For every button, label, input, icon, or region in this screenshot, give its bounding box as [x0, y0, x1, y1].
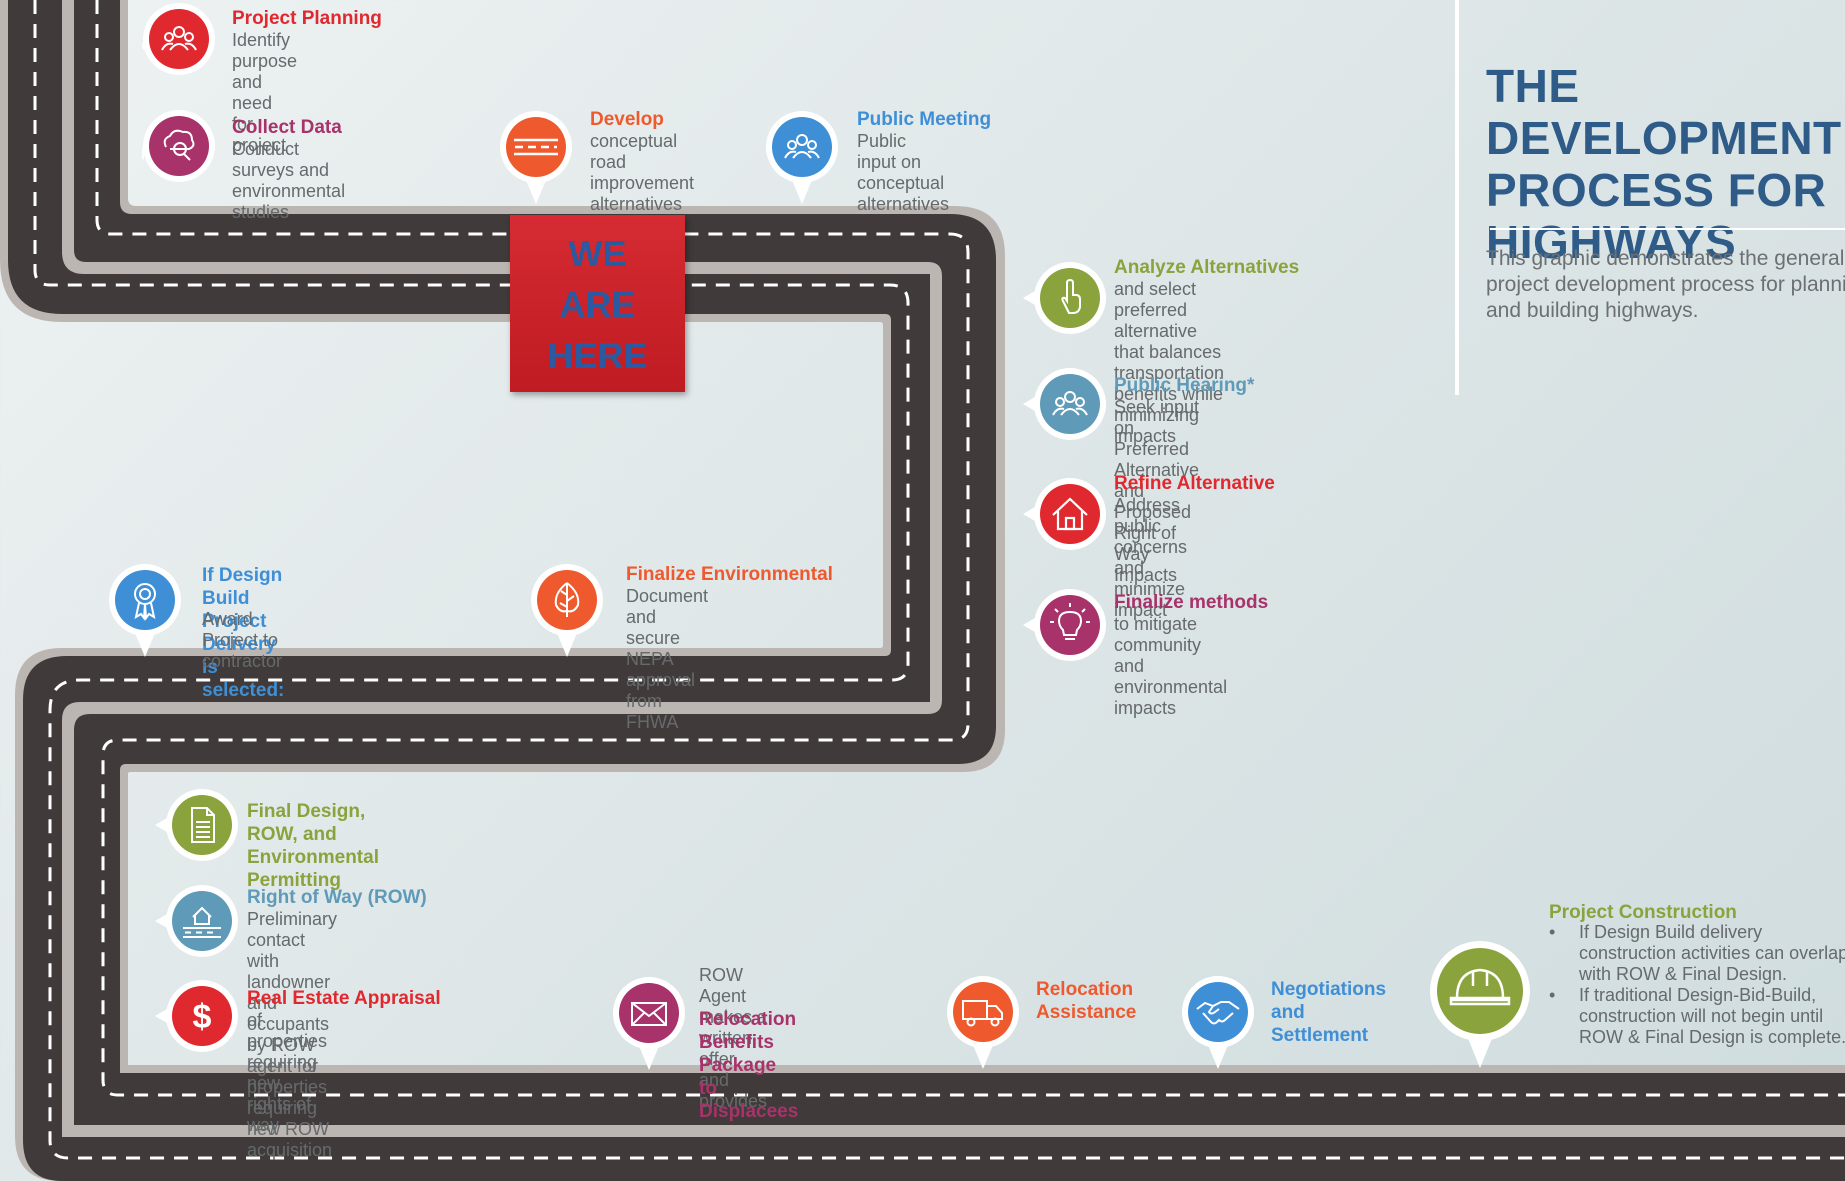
- step-title: Public Hearing*: [1114, 375, 1255, 396]
- step-description: Public input on conceptual alternatives: [857, 131, 950, 214]
- step-description: ROW Agent makes a written offer and prov…: [699, 965, 768, 1111]
- step-description: Address public concerns and minimize imp…: [1114, 495, 1188, 620]
- step-description: Document and secure NEPA approval from F…: [626, 586, 709, 732]
- step-description: Seek input on Preferred Alternative and …: [1114, 397, 1200, 585]
- step-description: to mitigate community and environmental …: [1114, 614, 1228, 718]
- step-description: Identify purpose and need for project: [232, 30, 298, 155]
- lightbulb-icon: [1023, 588, 1106, 678]
- page-description: This graphic demonstrates the general pr…: [1486, 247, 1845, 322]
- house-road-icon: [155, 884, 238, 974]
- step-description: Conduct surveys and environmental studie…: [232, 139, 346, 222]
- step-title: Refine Alternative: [1114, 473, 1275, 494]
- step-title: Develop: [590, 109, 664, 130]
- bullet-design-build: If Design Build delivery construction ac…: [1549, 922, 1845, 985]
- step-title: Collect Data: [232, 117, 342, 138]
- step-title: Public Meeting: [857, 109, 992, 130]
- step-title: If Design Build Project Delivery is sele…: [202, 565, 285, 701]
- step-description: of properties requiring new rights of wa…: [247, 1010, 328, 1135]
- people-icon: [1023, 367, 1106, 457]
- step-title: Analyze Alternatives: [1114, 257, 1300, 278]
- dollar-icon: $: [155, 979, 238, 1069]
- panel-divider: [1455, 0, 1459, 395]
- step-title: Relocation Assistance: [1036, 979, 1137, 1023]
- magnifier-cloud-icon: [142, 109, 216, 199]
- truck-icon: [946, 975, 1020, 1069]
- envelope-icon: [612, 976, 686, 1070]
- step-title: Negotiations and Settlement: [1271, 979, 1387, 1046]
- step-description: and select preferred alternative that ba…: [1114, 279, 1225, 446]
- step-title: Final Design, ROW, and Environmental Per…: [247, 801, 379, 891]
- award-ribbon-icon: [108, 563, 182, 657]
- hand-pointer-icon: [1023, 261, 1106, 351]
- hard-hat-icon: [1429, 940, 1531, 1070]
- step-title: Right of Way (ROW): [247, 887, 427, 908]
- we-are-here-marker: WE ARE HERE: [510, 215, 685, 392]
- house-icon: [1023, 477, 1106, 567]
- handshake-icon: [1181, 975, 1255, 1069]
- step-title: Finalize methods: [1114, 592, 1269, 613]
- step-title: Real Estate Appraisal: [247, 988, 441, 1009]
- step-title: Finalize Environmental: [626, 564, 833, 585]
- leaf-icon: [530, 563, 604, 657]
- document-icon: [155, 788, 238, 878]
- title-underline: [1490, 228, 1845, 230]
- step-title: Relocation Benefits Package to Displacee…: [699, 1009, 799, 1122]
- bullet-design-bid-build: If traditional Design-Bid-Build, constru…: [1549, 985, 1845, 1048]
- construction-bullet-list: If Design Build delivery construction ac…: [1549, 922, 1845, 1048]
- step-description: Preliminary contact with landowner and o…: [247, 909, 338, 1160]
- step-description: Award Project to contractor: [202, 609, 283, 671]
- people-icon: [142, 2, 216, 92]
- step-title: Project Planning: [232, 8, 382, 29]
- road-icon: [499, 110, 573, 204]
- svg-text:$: $: [193, 998, 212, 1036]
- step-title: Project Construction: [1549, 902, 1737, 923]
- page-title: THE DEVELOPMENT PROCESS FOR HIGHWAYS: [1486, 60, 1842, 268]
- step-description: conceptual road improvement alternatives: [590, 131, 695, 214]
- people-icon: [765, 110, 839, 204]
